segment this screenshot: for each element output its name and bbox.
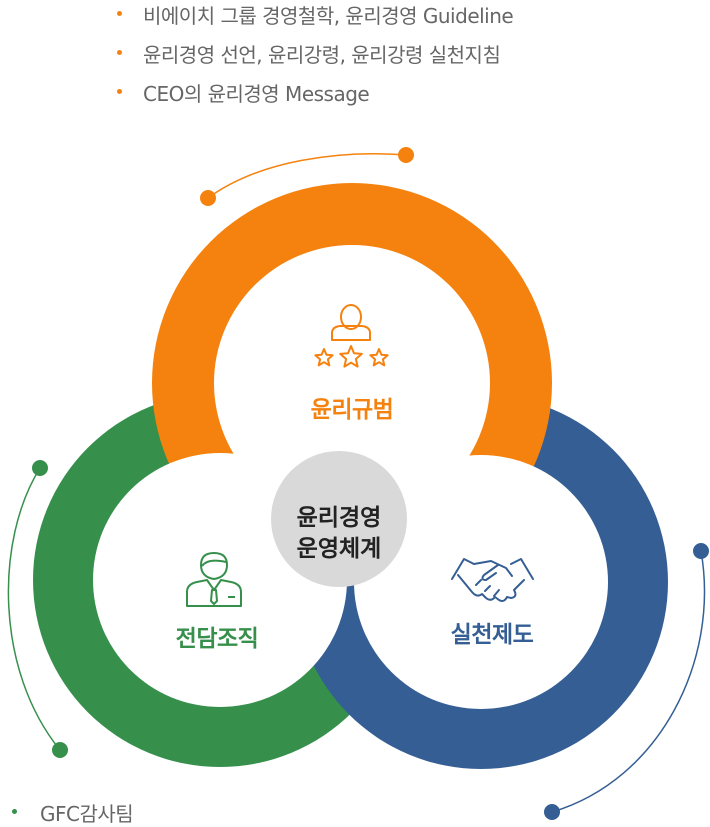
top-bullet-1: 비에이치 그룹 경영철학, 윤리경영 Guideline (143, 4, 514, 28)
businessman-icon (186, 552, 242, 607)
center-circle (271, 451, 407, 587)
handshake-icon (451, 558, 534, 602)
bullet-dot (117, 50, 122, 55)
orange-connector-dot (398, 147, 414, 163)
bottom-bullet-1: GFC감사팀 (40, 802, 134, 826)
center-title-line2: 운영체계 (297, 536, 382, 562)
top-bullet-3: CEO의 윤리경영 Message (143, 82, 370, 106)
bullet-dot (117, 89, 122, 94)
blue-connector-arc (551, 550, 706, 813)
blue-connector-dot (693, 543, 709, 559)
green-connector-dot (32, 460, 48, 476)
blue-connector-dot (544, 804, 560, 820)
node-right-label: 실천제도 (451, 622, 534, 648)
bullet-dot (117, 11, 122, 16)
node-left-label: 전담조직 (176, 626, 259, 652)
orange-connector-dot (200, 190, 216, 206)
green-connector-arc (7, 467, 61, 751)
inner-disc-right (354, 455, 608, 709)
center-title-line1: 윤리경영 (297, 505, 382, 531)
bullet-dot (12, 809, 17, 814)
person-stars-icon (314, 304, 389, 368)
orange-connector-arc (207, 153, 407, 199)
top-bullet-2: 윤리경영 선언, 윤리강령, 윤리강령 실천지침 (143, 43, 501, 67)
green-connector-dot (52, 742, 68, 758)
node-top-label: 윤리규범 (311, 397, 394, 423)
inner-disc-top (214, 245, 490, 521)
